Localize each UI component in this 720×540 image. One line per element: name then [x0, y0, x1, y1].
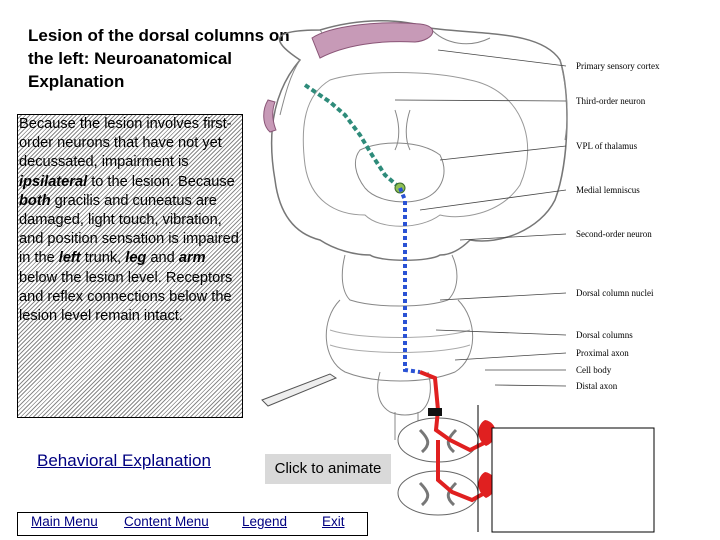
emphasis-left: left	[58, 250, 81, 267]
behavioral-explanation-link[interactable]: Behavioral Explanation	[37, 451, 211, 470]
midbrain-outline	[341, 254, 458, 307]
explanation-text: Because the lesion involves first-order …	[19, 115, 245, 326]
pons-striations	[329, 329, 471, 353]
neuroanatomy-diagram	[261, 19, 655, 533]
diagram-panel	[491, 427, 655, 533]
explanation-part-5: and	[146, 250, 179, 267]
third-order-pathway	[303, 83, 402, 190]
label-dorsal-columns: Dorsal columns	[576, 330, 633, 340]
bottom-menu-bar	[17, 512, 368, 536]
ventricle	[394, 109, 411, 151]
brain-inner-outline	[302, 72, 529, 227]
legend-link[interactable]: Legend	[242, 514, 288, 529]
label-proximal-axon: Proximal axon	[576, 348, 629, 358]
explanation-part-4: trunk,	[80, 250, 126, 267]
title-line-1: Lesion of the dorsal columns on	[28, 26, 290, 45]
exit-link[interactable]: Exit	[322, 514, 345, 529]
spinal-ganglion-lower	[478, 472, 496, 498]
label-pointers	[394, 49, 567, 387]
label-second-order-neuron: Second-order neuron	[576, 229, 652, 239]
gray-matter-upper	[418, 428, 458, 454]
content-menu-link[interactable]: Content Menu	[124, 514, 209, 529]
emphasis-ipsilateral: ipsilateral	[19, 173, 88, 190]
explanation-box	[17, 114, 243, 418]
main-menu-link[interactable]: Main Menu	[31, 514, 98, 529]
explanation-part-6: below the lesion level. Receptors and re…	[19, 269, 233, 325]
title-line-3: Explanation	[28, 72, 125, 91]
second-order-pathway	[398, 187, 421, 374]
label-dorsal-column-nuclei: Dorsal column nuclei	[576, 288, 654, 298]
label-distal-axon: Distal axon	[576, 381, 618, 391]
explanation-part-3: gracilis and cuneatus are damaged, light…	[19, 192, 239, 267]
label-medial-lemniscus: Medial lemniscus	[576, 185, 640, 195]
gray-matter-lower	[418, 481, 458, 507]
cortex-highlight-side	[263, 99, 277, 133]
emphasis-leg: leg	[125, 250, 147, 267]
page-title: Lesion of the dorsal columns on the left…	[28, 24, 348, 93]
emphasis-both: both	[19, 192, 51, 209]
medulla-outline	[377, 371, 431, 416]
scalpel-icon	[261, 373, 338, 407]
thalamus-outline	[354, 142, 445, 203]
brain-outline	[270, 19, 568, 261]
explanation-part-2: to the lesion. Because	[87, 173, 235, 190]
label-primary-sensory-cortex: Primary sensory cortex	[576, 61, 660, 71]
title-line-2: the left: Neuroanatomical	[28, 49, 233, 68]
pons-outline	[325, 299, 474, 382]
label-third-order-neuron: Third-order neuron	[576, 96, 646, 106]
label-cell-body: Cell body	[576, 365, 612, 375]
label-vpl-thalamus: VPL of thalamus	[576, 141, 638, 151]
lesion-marker	[428, 408, 442, 416]
spinal-ganglion	[478, 420, 496, 446]
sensory-cortex-highlight	[311, 22, 433, 59]
explanation-part-1: Because the lesion involves first-order …	[19, 116, 232, 171]
emphasis-arm: arm	[178, 250, 206, 267]
animate-button[interactable]: Click to animate	[265, 454, 391, 484]
cortex-gyri	[279, 27, 568, 141]
